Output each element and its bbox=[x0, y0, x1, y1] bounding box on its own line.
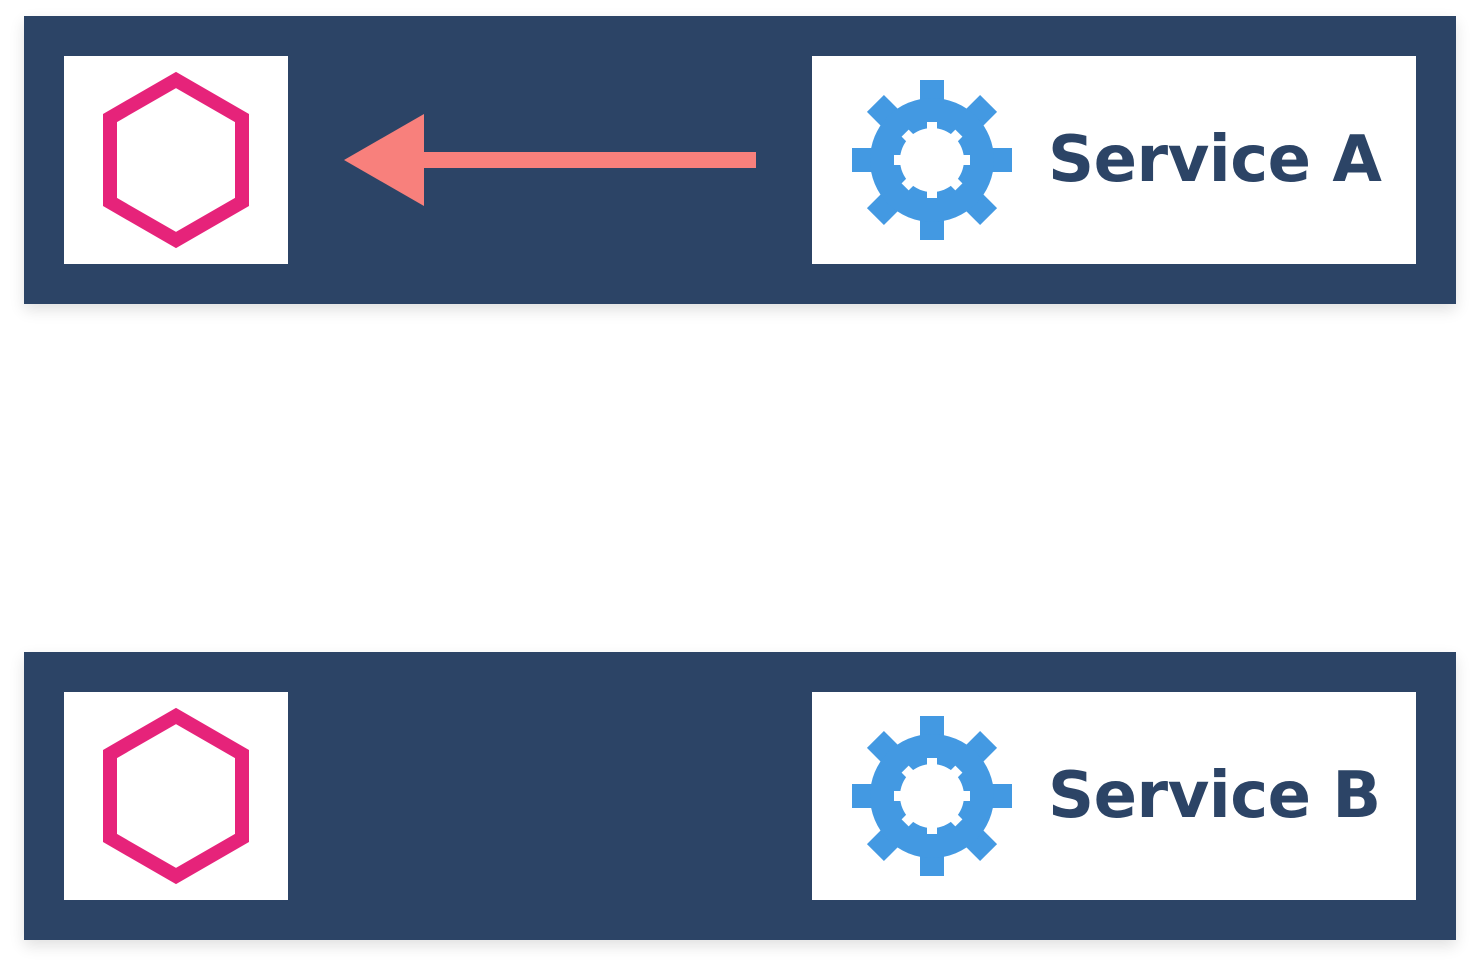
service-b-box[interactable]: Service B bbox=[812, 692, 1416, 900]
service-a-box[interactable]: Service A bbox=[812, 56, 1416, 264]
service-a-label: Service A bbox=[1048, 123, 1382, 197]
service-b-lane: Service B bbox=[24, 652, 1456, 940]
service-a-proxy-box[interactable] bbox=[64, 56, 288, 264]
service-b-label: Service B bbox=[1048, 759, 1381, 833]
gear-icon bbox=[852, 80, 1012, 240]
arrow-shaft bbox=[414, 152, 756, 168]
hexagon-icon bbox=[96, 706, 256, 886]
service-a-lane: Service A bbox=[24, 16, 1456, 304]
service-b-proxy-box[interactable] bbox=[64, 692, 288, 900]
gear-icon bbox=[852, 716, 1012, 876]
arrow-head bbox=[344, 114, 424, 206]
hexagon-icon bbox=[96, 70, 256, 250]
request-arrow bbox=[344, 114, 756, 206]
